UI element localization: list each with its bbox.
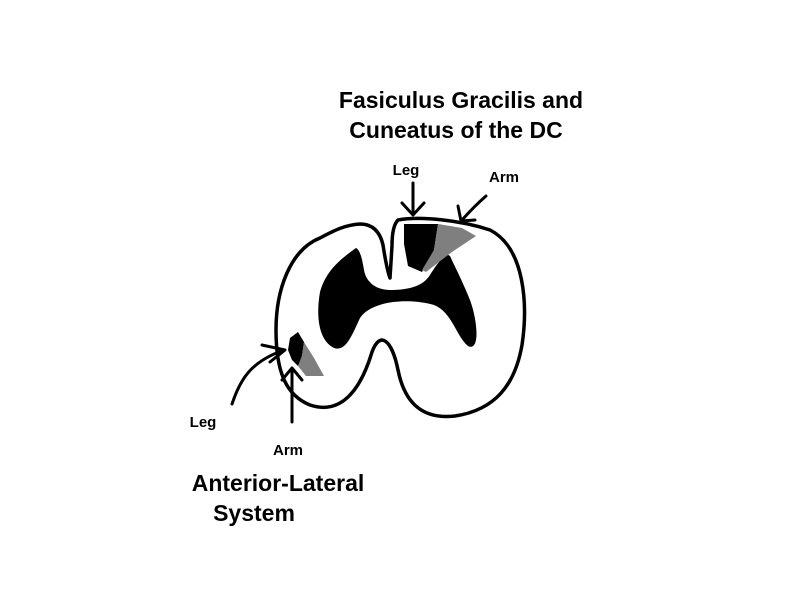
dc-leg-label: Leg bbox=[393, 162, 420, 179]
al-arm-label: Arm bbox=[273, 442, 303, 459]
dc-leg-arrow bbox=[400, 181, 426, 217]
dc-arm-label: Arm bbox=[489, 169, 519, 186]
dc-leg-region bbox=[404, 224, 438, 272]
al-leg-arrow bbox=[230, 343, 287, 406]
al-arm-arrow bbox=[280, 366, 304, 424]
dc-title-line1: Fasiculus Gracilis and bbox=[339, 87, 583, 113]
spinal-cord-outline bbox=[274, 216, 527, 419]
al-title-line1: Anterior-Lateral bbox=[192, 470, 365, 496]
al-leg-label: Leg bbox=[190, 414, 217, 431]
al-arm-region bbox=[298, 342, 324, 376]
dc-arm-region bbox=[422, 224, 476, 272]
dc-title-line2: Cuneatus of the DC bbox=[349, 117, 562, 143]
al-title-line2: System bbox=[213, 500, 295, 526]
gray-matter bbox=[318, 248, 477, 349]
dc-arm-arrow bbox=[456, 194, 488, 223]
al-leg-region bbox=[288, 332, 304, 366]
